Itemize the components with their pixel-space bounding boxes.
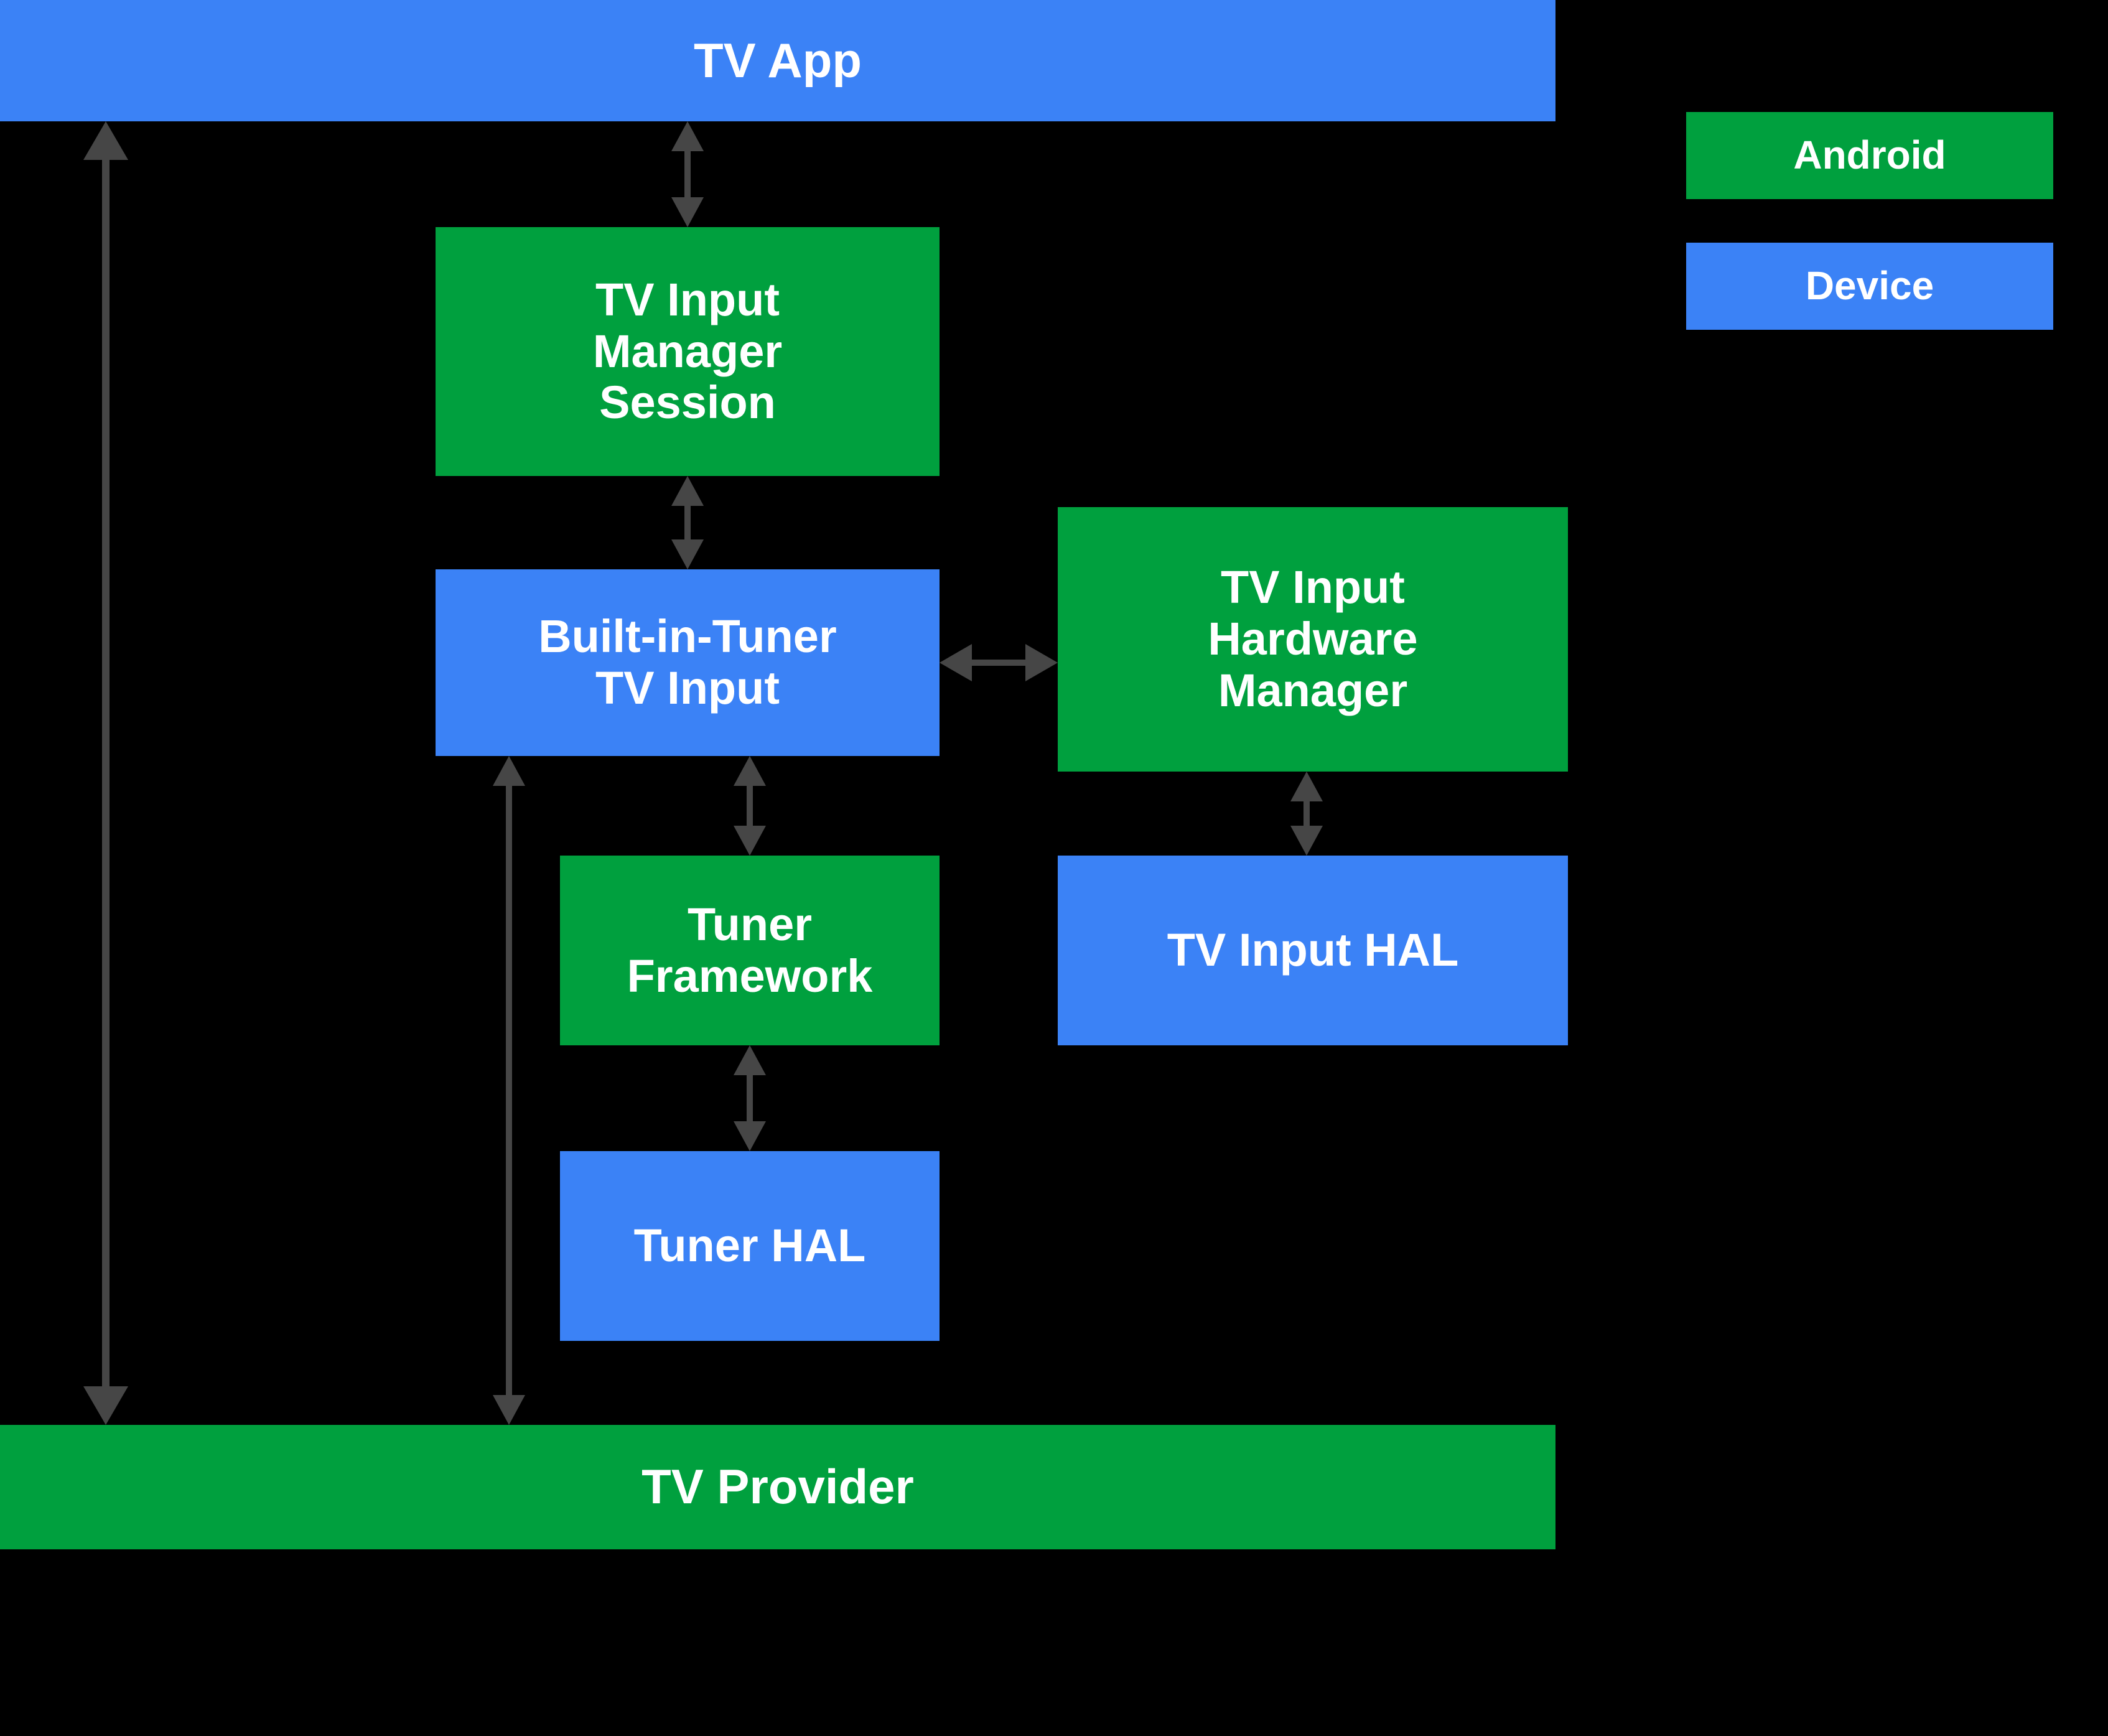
arrow-shaft: [1304, 800, 1310, 827]
node-label: TV Input Manager Session: [592, 273, 783, 429]
node-label: Tuner HAL: [633, 1220, 866, 1272]
legend-label: Android: [1793, 133, 1946, 178]
edge-built-in-tuner-to-tuner-framework: [709, 756, 796, 856]
legend: Android Device: [1686, 112, 2053, 330]
arrow-shaft: [102, 159, 110, 1388]
arrowhead-up: [493, 756, 525, 786]
node-tv-input-manager-session: TV Input Manager Session: [436, 227, 940, 476]
node-label: Tuner Framework: [627, 898, 873, 1002]
arrowhead-up: [734, 1045, 766, 1075]
arrowhead-down: [671, 539, 704, 569]
edge-tuner-framework-to-tuner-hal: [709, 1045, 796, 1151]
arrowhead-down: [493, 1395, 525, 1425]
edge-tv-app-to-tv-provider: [0, 121, 249, 1425]
node-label: TV App: [693, 32, 862, 88]
edge-built-in-tuner-to-tv-provider: [470, 756, 551, 1425]
arrowhead-up: [734, 756, 766, 786]
node-tv-provider: TV Provider: [0, 1425, 1555, 1549]
arrowhead-up: [83, 121, 128, 160]
node-built-in-tuner-tv-input: Built-in-Tuner TV Input: [436, 569, 940, 756]
arrow-shaft: [747, 785, 753, 827]
edge-tv-input-manager-session-to-built-in-tuner-tv-input: [647, 476, 734, 569]
legend-item-device: Device: [1686, 243, 2053, 330]
node-label: Built-in-Tuner TV Input: [538, 610, 837, 714]
edge-tv-app-to-tv-input-manager-session: [647, 121, 734, 227]
edge-built-in-tuner-to-tv-input-hardware-manager: [940, 625, 1058, 700]
arrow-shaft: [971, 660, 1027, 666]
legend-item-android: Android: [1686, 112, 2053, 199]
arrowhead-up: [1290, 772, 1323, 801]
node-tuner-framework: Tuner Framework: [560, 856, 940, 1045]
arrow-shaft: [747, 1074, 753, 1122]
edge-tv-input-hardware-manager-to-tv-input-hal: [1266, 772, 1353, 856]
node-label: TV Input HAL: [1167, 924, 1459, 976]
node-tv-app: TV App: [0, 0, 1555, 121]
arrowhead-down: [671, 197, 704, 227]
arrowhead-up: [671, 476, 704, 506]
arrowhead-down: [1290, 826, 1323, 856]
arrowhead-up: [671, 121, 704, 151]
node-tv-input-hardware-manager: TV Input Hardware Manager: [1058, 507, 1568, 772]
node-label: TV Provider: [641, 1459, 914, 1514]
arrowhead-down: [734, 826, 766, 856]
node-tv-input-hal: TV Input HAL: [1058, 856, 1568, 1045]
arrowhead-down: [83, 1386, 128, 1425]
node-tuner-hal: Tuner HAL: [560, 1151, 940, 1341]
arrow-shaft: [506, 785, 512, 1396]
arrow-shaft: [684, 505, 691, 541]
arrowhead-left: [940, 644, 972, 681]
legend-label: Device: [1805, 263, 1934, 309]
arrowhead-right: [1025, 644, 1058, 681]
node-label: TV Input Hardware Manager: [1208, 561, 1418, 716]
arrowhead-down: [734, 1121, 766, 1151]
arrow-shaft: [684, 150, 691, 198]
